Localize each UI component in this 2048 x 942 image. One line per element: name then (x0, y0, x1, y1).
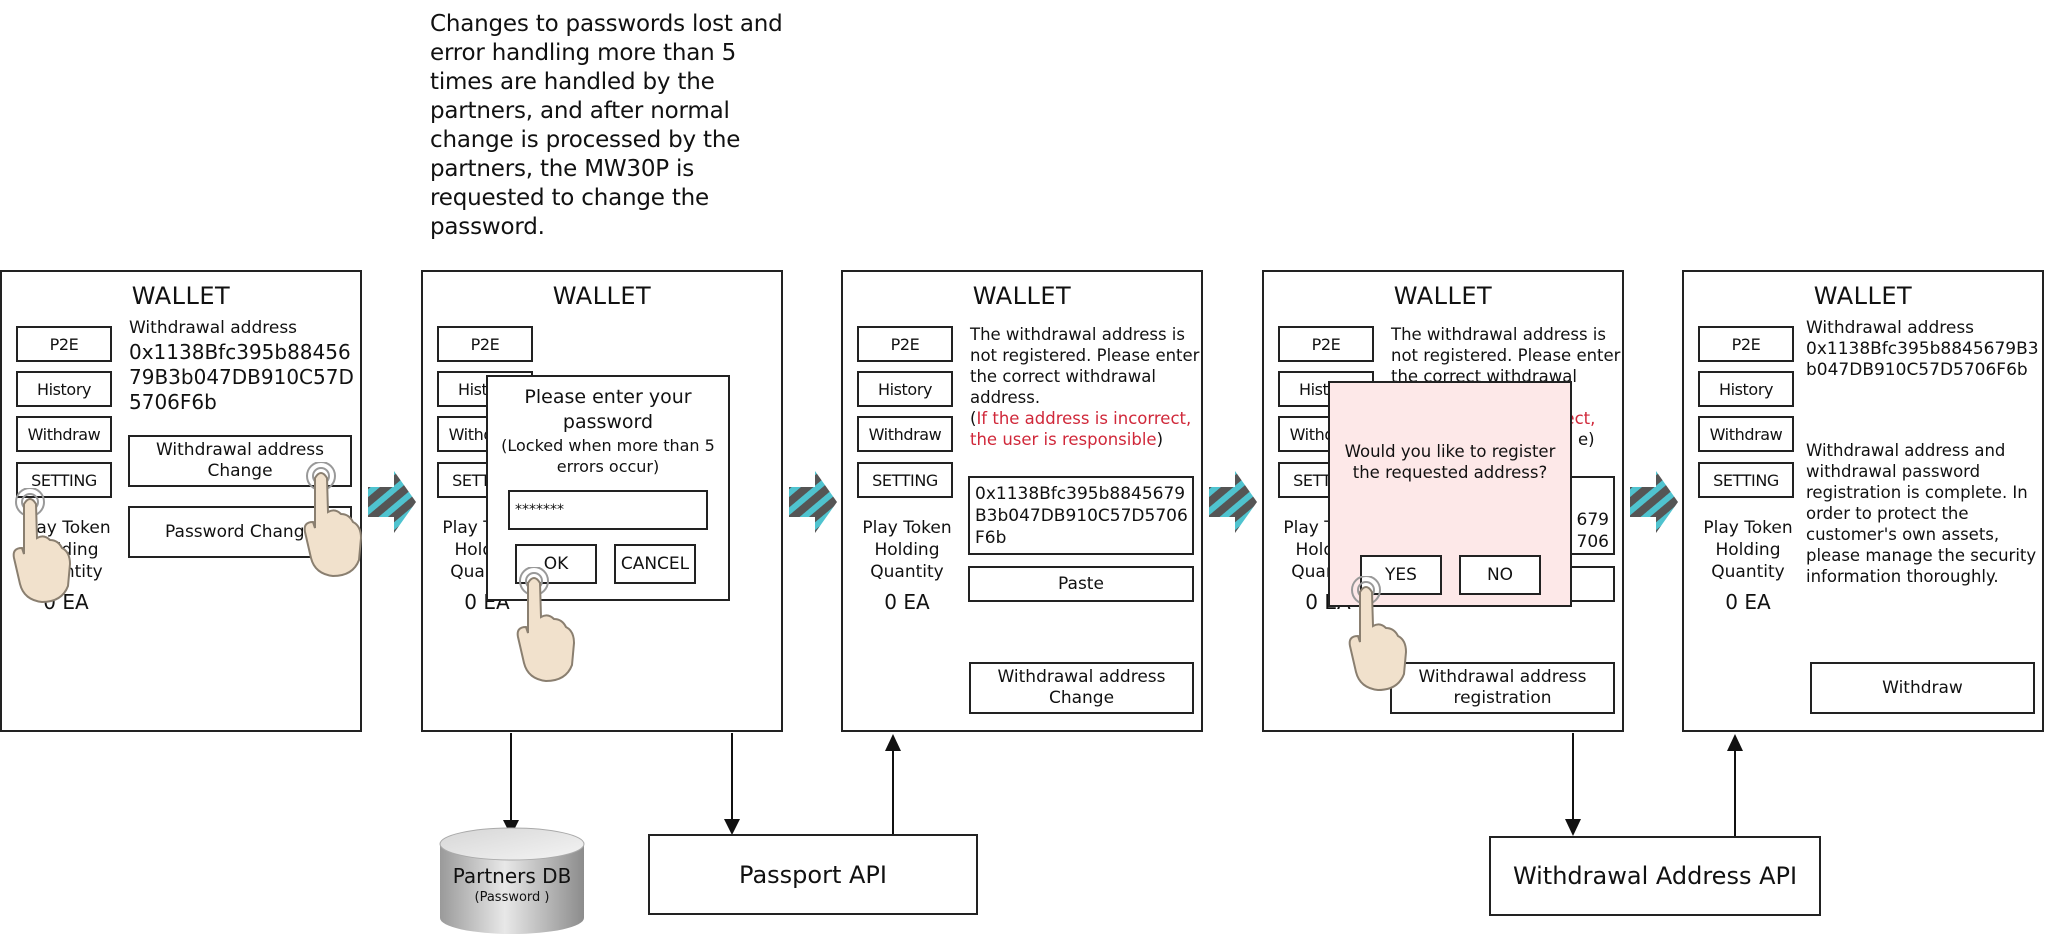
wallet-title: WALLET (1393, 282, 1493, 310)
flow-arrow-3-icon (1209, 471, 1257, 533)
wallet-title: WALLET (552, 282, 652, 310)
warning-text: If the address is incorrect, the user is… (970, 409, 1192, 449)
arrowhead-panel5 (1727, 734, 1743, 751)
process-note: Changes to passwords lost and error hand… (430, 11, 783, 240)
cancel-button[interactable]: CANCEL (614, 544, 696, 584)
sidebar-setting-button[interactable]: SETTING (16, 462, 112, 498)
withdrawal-address-input[interactable]: 0x1138Bfc395b8845679B3b047DB910C57D5706F… (968, 476, 1194, 555)
yes-button[interactable]: YES (1360, 555, 1442, 595)
wallet-screen-5: WALLET P2E History Withdraw SETTING Play… (1682, 270, 2044, 732)
withdrawal-address-value: 0x1138Bfc395b8845679B3b047DB910C57D5706F… (1806, 339, 2039, 380)
withdraw-button[interactable]: Withdraw (1810, 662, 2035, 714)
registration-complete-message: Withdrawal address and withdrawal passwo… (1806, 441, 2037, 586)
password-change-button[interactable]: Password Change (128, 506, 352, 558)
wallet-title: WALLET (131, 282, 231, 310)
sidebar-history-button[interactable]: History (1698, 371, 1794, 407)
withdrawal-address-label: Withdrawal address (1806, 318, 1975, 338)
partners-db-cylinder: Partners DB (Password ) (436, 826, 588, 938)
wallet-screen-4: WALLET P2E History Withdraw SETTING Play… (1262, 270, 1624, 732)
withdrawal-address-change-button[interactable]: Withdrawal address Change (128, 435, 352, 487)
quantity-label: Play Token Holding Quantity (862, 518, 952, 582)
sidebar-setting-button[interactable]: SETTING (1698, 462, 1794, 498)
sidebar-history-button[interactable]: History (857, 371, 953, 407)
flow-arrow-2-icon (789, 471, 837, 533)
database-icon (439, 827, 585, 934)
partners-db-sublabel: (Password ) (474, 890, 550, 905)
ok-button[interactable]: OK (515, 544, 597, 584)
quantity-value: 0 EA (884, 590, 930, 614)
register-confirm-question: Would you like to register the requested… (1344, 442, 1556, 482)
sidebar-p2e-button[interactable]: P2E (437, 326, 533, 362)
sidebar-p2e-button[interactable]: P2E (16, 326, 112, 362)
password-dialog: Please enter your password (Locked when … (486, 375, 730, 601)
quantity-value: 0 EA (43, 590, 89, 614)
sidebar-withdraw-button[interactable]: Withdraw (16, 416, 112, 452)
wallet-screen-3: WALLET P2E History Withdraw SETTING Play… (841, 270, 1203, 732)
message-text: The withdrawal address is not registered… (970, 325, 1200, 407)
password-dialog-note: (Locked when more than 5 errors occur) (501, 436, 715, 476)
paste-button[interactable]: Paste (968, 566, 1194, 602)
quantity-label: Play Token Holding Quantity (1703, 518, 1793, 582)
sidebar-withdraw-button[interactable]: Withdraw (857, 416, 953, 452)
register-confirm-dialog: Would you like to register the requested… (1328, 381, 1572, 607)
wallet-screen-2: WALLET P2E History Withdraw SETTING Play… (421, 270, 783, 732)
no-button[interactable]: NO (1459, 555, 1541, 595)
arrowhead-passport-api (724, 819, 740, 835)
wallet-title: WALLET (1813, 282, 1913, 310)
partial-warning-close: e) (1578, 430, 1595, 449)
password-dialog-title: Please enter your password (524, 386, 692, 433)
withdrawal-address-change-button[interactable]: Withdrawal address Change (969, 662, 1194, 714)
arrowhead-withdrawal-api (1565, 819, 1581, 836)
partial-address-line-1: 679 (1576, 510, 1609, 530)
sidebar-p2e-button[interactable]: P2E (1278, 326, 1374, 362)
withdrawal-address-registration-button[interactable]: Withdrawal address registration (1390, 662, 1615, 714)
quantity-value: 0 EA (1725, 590, 1771, 614)
password-input[interactable]: ******* (508, 490, 708, 530)
warning-open-paren: ( (970, 409, 977, 428)
partners-db-label: Partners DB (452, 864, 572, 888)
sidebar-setting-button[interactable]: SETTING (857, 462, 953, 498)
withdrawal-address-value: 0x1138Bfc395b8845679B3b047DB910C57D5706F… (129, 340, 354, 414)
wallet-title: WALLET (972, 282, 1072, 310)
wallet-screen-1: WALLET P2E History Withdraw SETTING Play… (0, 270, 362, 732)
quantity-label: Play Token Holding Quantity (21, 518, 111, 582)
sidebar-history-button[interactable]: History (16, 371, 112, 407)
sidebar-withdraw-button[interactable]: Withdraw (1698, 416, 1794, 452)
address-not-registered-message: The withdrawal address is not registered… (970, 324, 1202, 450)
withdrawal-address-api-box: Withdrawal Address API (1489, 836, 1821, 916)
sidebar-p2e-button[interactable]: P2E (1698, 326, 1794, 362)
flow-arrow-4-icon (1630, 471, 1678, 533)
passport-api-box: Passport API (648, 834, 978, 915)
partial-address-line-2: 706 (1576, 532, 1609, 552)
flow-arrow-1-icon (368, 471, 416, 533)
arrowhead-panel3 (885, 734, 901, 751)
sidebar-p2e-button[interactable]: P2E (857, 326, 953, 362)
warning-close-paren: ) (1156, 430, 1164, 449)
withdrawal-address-label: Withdrawal address (129, 318, 298, 338)
